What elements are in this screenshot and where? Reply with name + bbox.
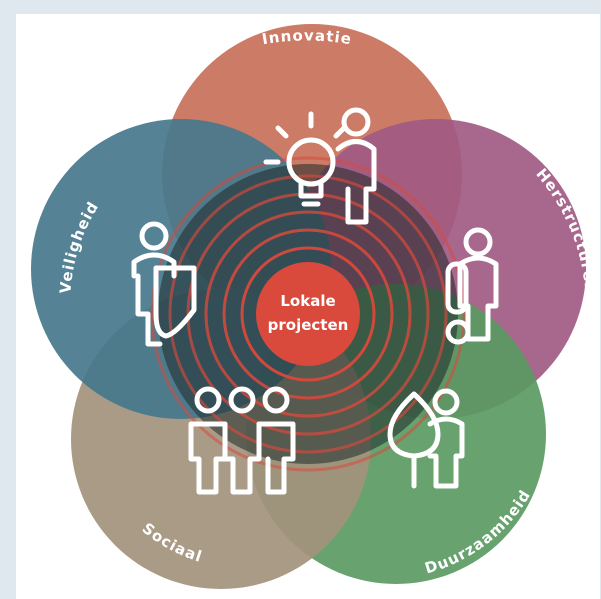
ring bbox=[240, 246, 376, 382]
group-icon bbox=[188, 386, 296, 495]
diagram-canvas: Lokale projecten Innovatie Herstructurer… bbox=[16, 14, 600, 599]
center-circle bbox=[256, 262, 360, 366]
center-label-line2: projecten bbox=[268, 316, 349, 334]
shield-person-icon bbox=[131, 221, 197, 347]
label-innovatie: Innovatie bbox=[261, 26, 354, 48]
ring bbox=[168, 174, 448, 454]
center-label-line1: Lokale bbox=[280, 292, 335, 310]
tree-person-icon bbox=[387, 388, 465, 489]
ring bbox=[222, 228, 394, 400]
ring bbox=[150, 156, 466, 472]
people-icon bbox=[445, 227, 499, 345]
ring bbox=[204, 210, 412, 418]
venn-diagram: Lokale projecten Innovatie Herstructurer… bbox=[31, 24, 599, 589]
lightbulb-person-icon bbox=[263, 107, 377, 225]
